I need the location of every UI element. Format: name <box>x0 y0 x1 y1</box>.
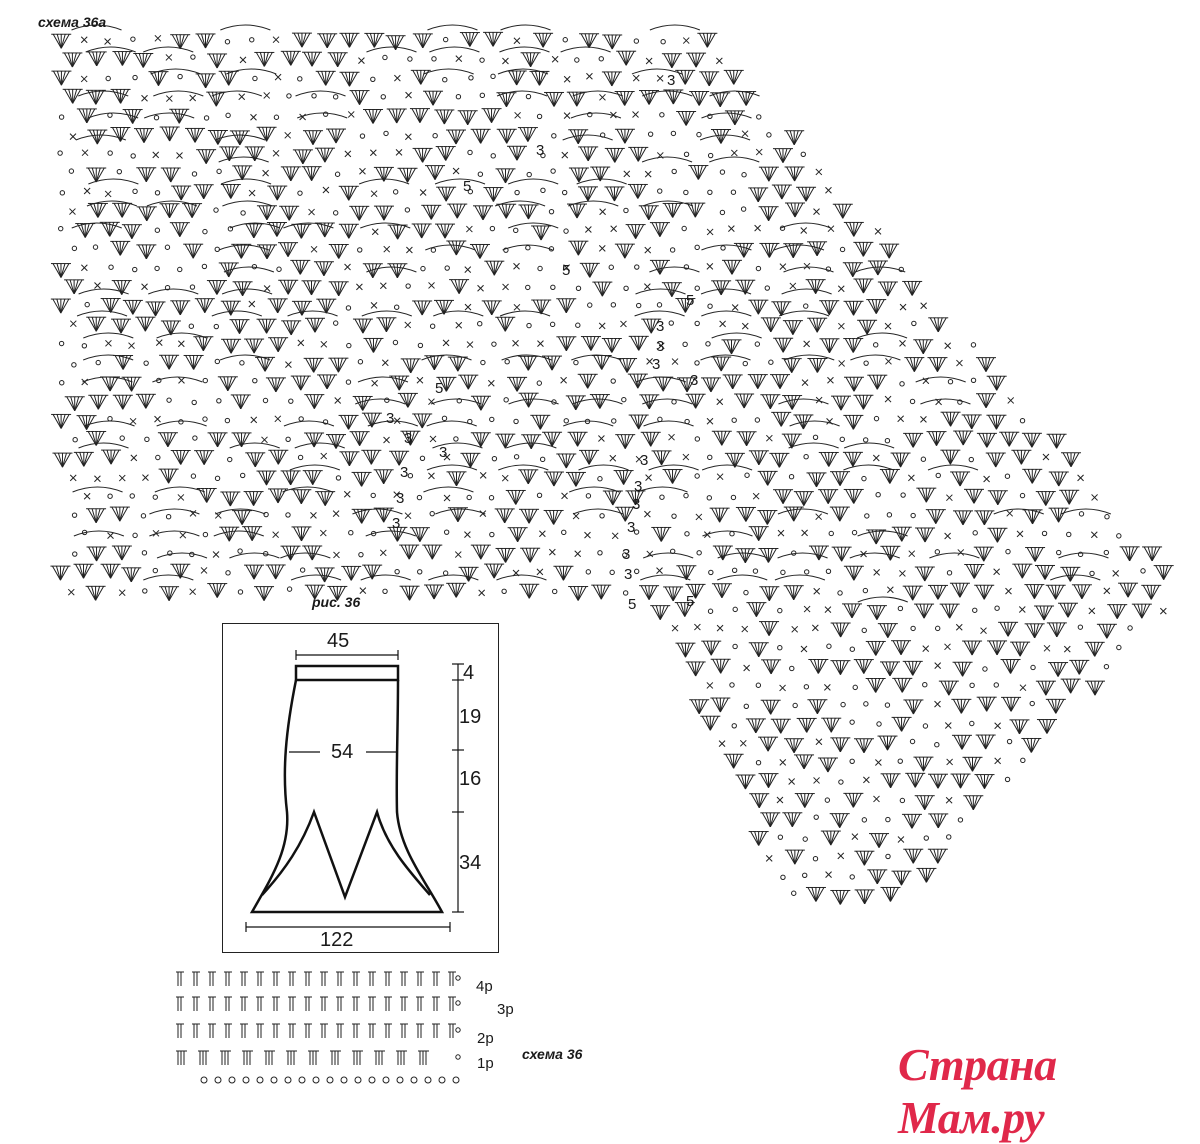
foundation-chain-symbol <box>229 1077 235 1083</box>
band-stitch-symbol <box>432 1024 440 1038</box>
foundation-chain-symbol <box>383 1077 389 1083</box>
band-stitch-symbol <box>286 1051 297 1065</box>
band-stitch-symbol <box>256 972 264 986</box>
band-stitch-symbol <box>176 1024 184 1038</box>
band-stitch-symbol <box>400 972 408 986</box>
chain-stitch-symbol <box>456 1001 460 1005</box>
band-stitch-symbol <box>432 972 440 986</box>
band-stitch-symbol <box>418 1051 429 1065</box>
band-stitch-symbol <box>304 1024 312 1038</box>
band-stitch-symbol <box>192 997 200 1011</box>
band-stitch-symbol <box>224 1024 232 1038</box>
band-stitch-symbol <box>224 997 232 1011</box>
band-stitch-symbol <box>272 1024 280 1038</box>
band-stitch-symbol <box>368 1024 376 1038</box>
row-label-1: 1р <box>477 1055 494 1072</box>
band-stitch-symbol <box>176 972 184 986</box>
band-stitch-symbol <box>198 1051 209 1065</box>
band-stitch-symbol <box>208 997 216 1011</box>
band-stitch-symbol <box>308 1051 319 1065</box>
foundation-chain-symbol <box>355 1077 361 1083</box>
band-stitch-symbol <box>368 997 376 1011</box>
foundation-chain-symbol <box>327 1077 333 1083</box>
band-stitch-symbol <box>256 997 264 1011</box>
band-stitch-symbol <box>208 972 216 986</box>
band-stitch-symbol <box>336 1024 344 1038</box>
band-stitch-symbol <box>320 972 328 986</box>
band-stitch-symbol <box>320 997 328 1011</box>
band-stitch-symbol <box>384 972 392 986</box>
band-stitch-symbol <box>336 972 344 986</box>
band-stitch-symbol <box>368 972 376 986</box>
band-stitch-symbol <box>352 1024 360 1038</box>
row-label-4: 4р <box>476 978 493 995</box>
foundation-chain-symbol <box>271 1077 277 1083</box>
band-stitch-symbol <box>272 972 280 986</box>
site-logo[interactable]: Страна Мам.ру <box>898 1038 1200 1144</box>
band-stitch-symbol <box>220 1051 231 1065</box>
band-stitch-symbol <box>288 972 296 986</box>
foundation-chain-symbol <box>425 1077 431 1083</box>
band-stitch-symbol <box>192 1024 200 1038</box>
chain-stitch-symbol <box>456 1055 460 1059</box>
foundation-chain-symbol <box>341 1077 347 1083</box>
band-stitch-symbol <box>192 972 200 986</box>
band-stitch-symbol <box>352 1051 363 1065</box>
chain-stitch-symbol <box>456 976 460 980</box>
band-stitch-symbol <box>264 1051 275 1065</box>
band-stitch-symbol <box>320 1024 328 1038</box>
foundation-chain-symbol <box>215 1077 221 1083</box>
band-stitch-symbol <box>288 997 296 1011</box>
foundation-chain-symbol <box>313 1077 319 1083</box>
band-stitch-symbol <box>448 972 456 986</box>
row-label-2: 2р <box>477 1030 494 1047</box>
foundation-chain-symbol <box>201 1077 207 1083</box>
foundation-chain-symbol <box>257 1077 263 1083</box>
band-stitch-symbol <box>330 1051 341 1065</box>
band-stitch-symbol <box>400 997 408 1011</box>
band-stitch-symbol <box>176 997 184 1011</box>
foundation-chain-symbol <box>369 1077 375 1083</box>
band-stitch-symbol <box>240 997 248 1011</box>
chain-stitch-symbol <box>456 1028 460 1032</box>
band-stitch-symbol <box>208 1024 216 1038</box>
band-stitch-symbol <box>400 1024 408 1038</box>
band-stitch-symbol <box>432 997 440 1011</box>
band-stitch-symbol <box>304 997 312 1011</box>
band-stitch-symbol <box>304 972 312 986</box>
band-stitch-symbol <box>416 1024 424 1038</box>
band-stitch-symbol <box>384 997 392 1011</box>
band-stitch-symbol <box>240 972 248 986</box>
foundation-chain-symbol <box>299 1077 305 1083</box>
band-stitch-symbol <box>416 997 424 1011</box>
band-stitch-symbol <box>288 1024 296 1038</box>
foundation-chain-symbol <box>439 1077 445 1083</box>
foundation-chain-symbol <box>397 1077 403 1083</box>
foundation-chain-symbol <box>285 1077 291 1083</box>
row-label-3: 3р <box>497 1001 514 1018</box>
band-stitch-symbol <box>176 1051 187 1065</box>
band-stitch-symbol <box>448 997 456 1011</box>
crochet-chart-36 <box>0 0 1200 1101</box>
foundation-chain-symbol <box>453 1077 459 1083</box>
band-stitch-symbol <box>416 972 424 986</box>
band-stitch-symbol <box>396 1051 407 1065</box>
band-stitch-symbol <box>336 997 344 1011</box>
band-stitch-symbol <box>242 1051 253 1065</box>
band-stitch-symbol <box>352 997 360 1011</box>
band-stitch-symbol <box>240 1024 248 1038</box>
band-stitch-symbol <box>448 1024 456 1038</box>
foundation-chain-symbol <box>243 1077 249 1083</box>
band-stitch-symbol <box>272 997 280 1011</box>
band-stitch-symbol <box>374 1051 385 1065</box>
band-stitch-symbol <box>224 972 232 986</box>
foundation-chain-symbol <box>411 1077 417 1083</box>
band-stitch-symbol <box>384 1024 392 1038</box>
band-stitch-symbol <box>352 972 360 986</box>
band-stitch-symbol <box>256 1024 264 1038</box>
